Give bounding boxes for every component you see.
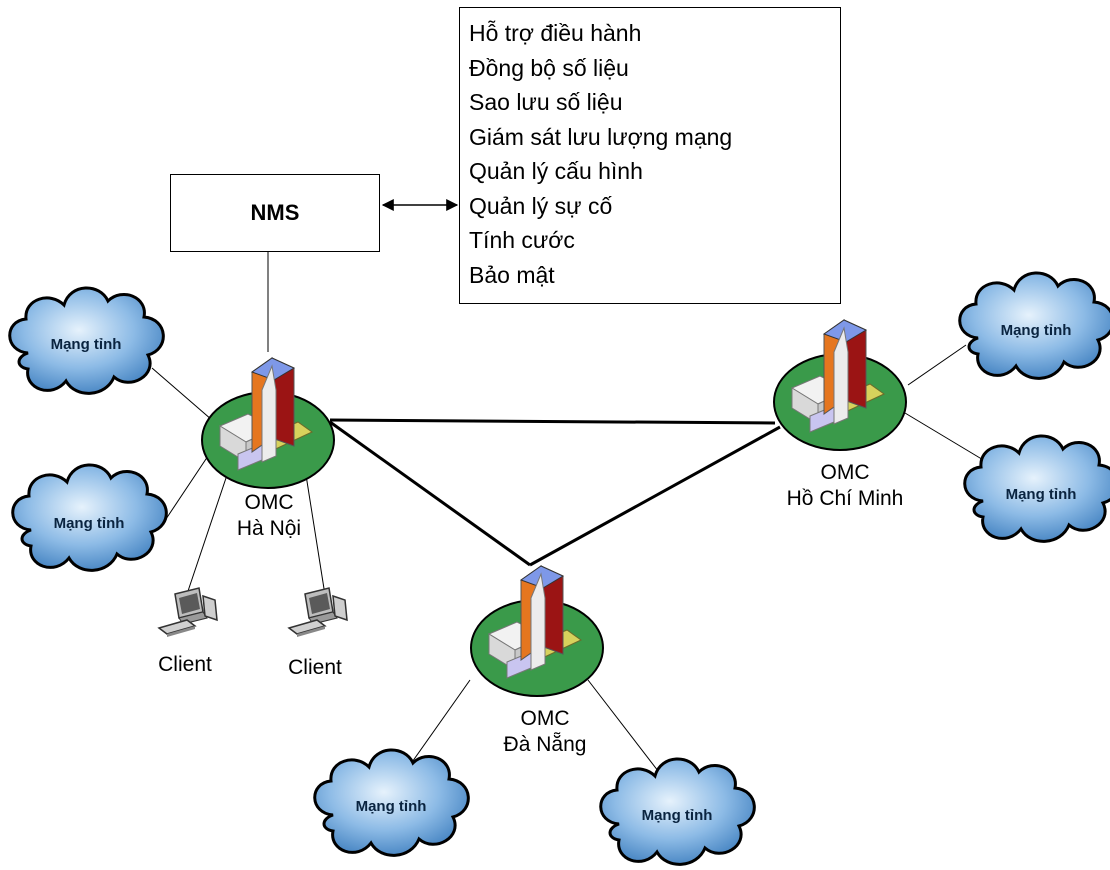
- function-item: Quản lý cấu hình: [469, 158, 643, 184]
- cloud-hcm-bottom-label: Mạng tỉnh: [1005, 486, 1077, 503]
- cloud-hanoi-top-label: Mạng tỉnh: [50, 336, 122, 353]
- building-omc-danang-icon: [470, 565, 604, 697]
- cloud-danang-left-label: Mạng tỉnh: [355, 798, 427, 815]
- function-item: Bảo mật: [469, 261, 555, 288]
- building-omc-hanoi-icon: [201, 357, 335, 489]
- omc-hcm-line1: OMC: [820, 461, 870, 484]
- computer-client-2-icon: [288, 587, 348, 638]
- cloud-hanoi-bottom-label: Mạng tỉnh: [53, 515, 125, 532]
- nms-box: NMS: [170, 174, 380, 252]
- function-item: Đồng bộ số liệu: [469, 54, 629, 81]
- computer-client-1-icon: [158, 587, 218, 638]
- omc-hanoi-label: OMC Hà Nội: [214, 490, 324, 542]
- client-2-label: Client: [288, 656, 342, 679]
- omc-danang-line1: OMC: [520, 707, 570, 730]
- client-1-label: Client: [158, 653, 212, 676]
- function-item: Tính cước: [469, 227, 575, 253]
- omc-danang-line2: Đà Nẵng: [503, 733, 587, 756]
- omc-hcm-line2: Hồ Chí Minh: [786, 487, 904, 510]
- nms-label: NMS: [250, 200, 300, 225]
- cloud-danang-right-label: Mạng tỉnh: [641, 807, 713, 824]
- omc-hanoi-line1: OMC: [244, 491, 294, 514]
- omc-hanoi-line2: Hà Nội: [236, 517, 302, 540]
- functions-box: Hỗ trợ điều hành Đồng bộ số liệu Sao lưu…: [459, 7, 841, 304]
- omc-danang-label: OMC Đà Nẵng: [490, 706, 600, 758]
- omc-hcm-label: OMC Hồ Chí Minh: [770, 460, 920, 512]
- connection-lines: [151, 199, 1001, 781]
- function-item: Hỗ trợ điều hành: [469, 20, 642, 46]
- function-item: Quản lý sự cố: [469, 192, 613, 219]
- building-omc-hcm-icon: [773, 319, 907, 451]
- cloud-hcm-top-label: Mạng tỉnh: [1000, 322, 1072, 339]
- function-item: Giám sát lưu lượng mạng: [469, 123, 733, 150]
- function-item: Sao lưu số liệu: [469, 89, 623, 115]
